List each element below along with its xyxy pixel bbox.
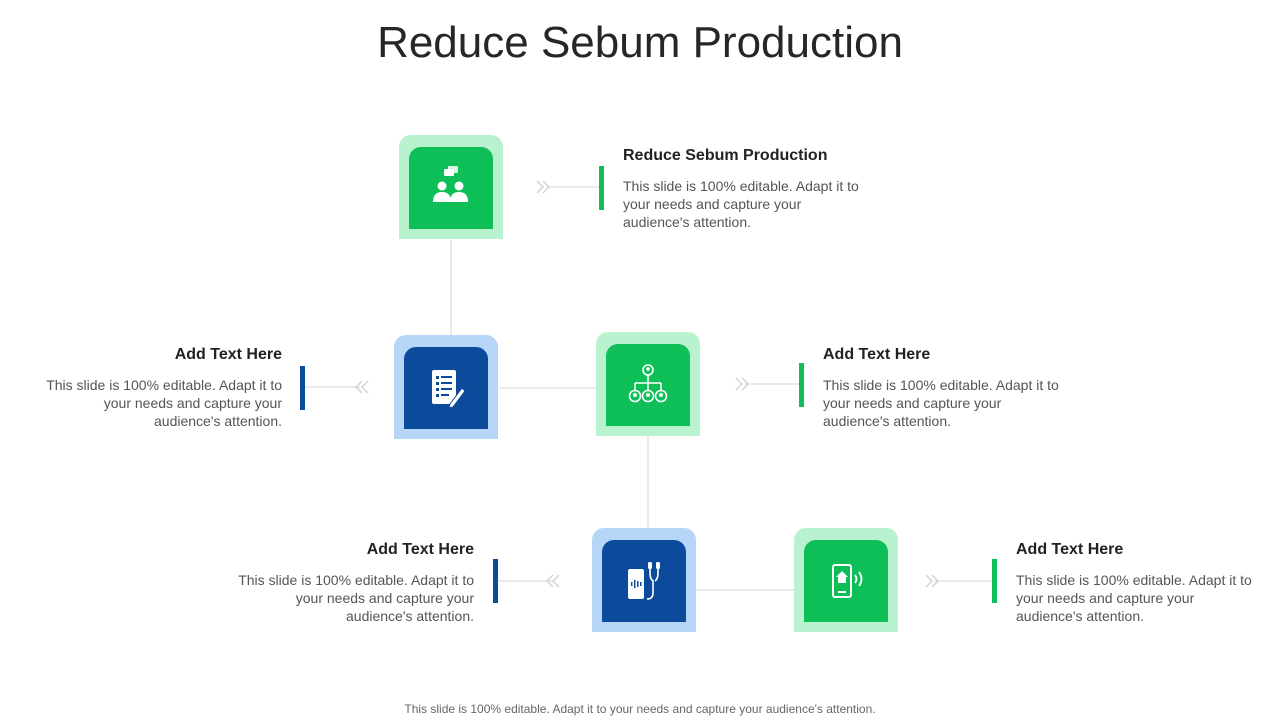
checklist-edit-icon (432, 370, 466, 409)
item-heading: Add Text Here (366, 541, 474, 558)
item-heading: Add Text Here (174, 346, 282, 363)
smart-home-phone-icon (832, 564, 863, 598)
footer-note: This slide is 100% editable. Adapt it to… (404, 702, 876, 716)
tile-smart-home (794, 528, 898, 632)
item-heading: Add Text Here (823, 346, 931, 363)
item-body: This slide is 100% editable. Adapt it to… (1016, 572, 1252, 624)
item-body: This slide is 100% editable. Adapt it to… (823, 377, 1059, 429)
text-block-4: Add Text Here This slide is 100% editabl… (238, 541, 474, 625)
item-body: This slide is 100% editable. Adapt it to… (623, 178, 859, 230)
accent-bar (599, 166, 604, 210)
tile-phone-earphones (592, 528, 696, 632)
accent-bar (992, 559, 997, 603)
org-chart-icon (628, 364, 668, 403)
accent-bar (493, 559, 498, 603)
slide-title: Reduce Sebum Production (377, 18, 903, 67)
text-block-5: Add Text Here This slide is 100% editabl… (1016, 541, 1252, 625)
tile-org-chart (596, 332, 700, 436)
text-block-2: Add Text Here This slide is 100% editabl… (46, 346, 282, 430)
item-body: This slide is 100% editable. Adapt it to… (46, 377, 282, 429)
tile-checklist (394, 335, 498, 439)
item-heading: Add Text Here (1016, 541, 1124, 558)
people-chat-icon (433, 166, 468, 202)
accent-bar (300, 366, 305, 410)
accent-bar (799, 363, 804, 407)
text-block-1: Reduce Sebum Production This slide is 10… (623, 147, 859, 231)
item-heading: Reduce Sebum Production (623, 147, 828, 164)
text-block-3: Add Text Here This slide is 100% editabl… (823, 346, 1059, 430)
phone-earphones-icon (628, 562, 660, 600)
item-body: This slide is 100% editable. Adapt it to… (238, 572, 474, 624)
tile-people-chat (399, 135, 503, 239)
